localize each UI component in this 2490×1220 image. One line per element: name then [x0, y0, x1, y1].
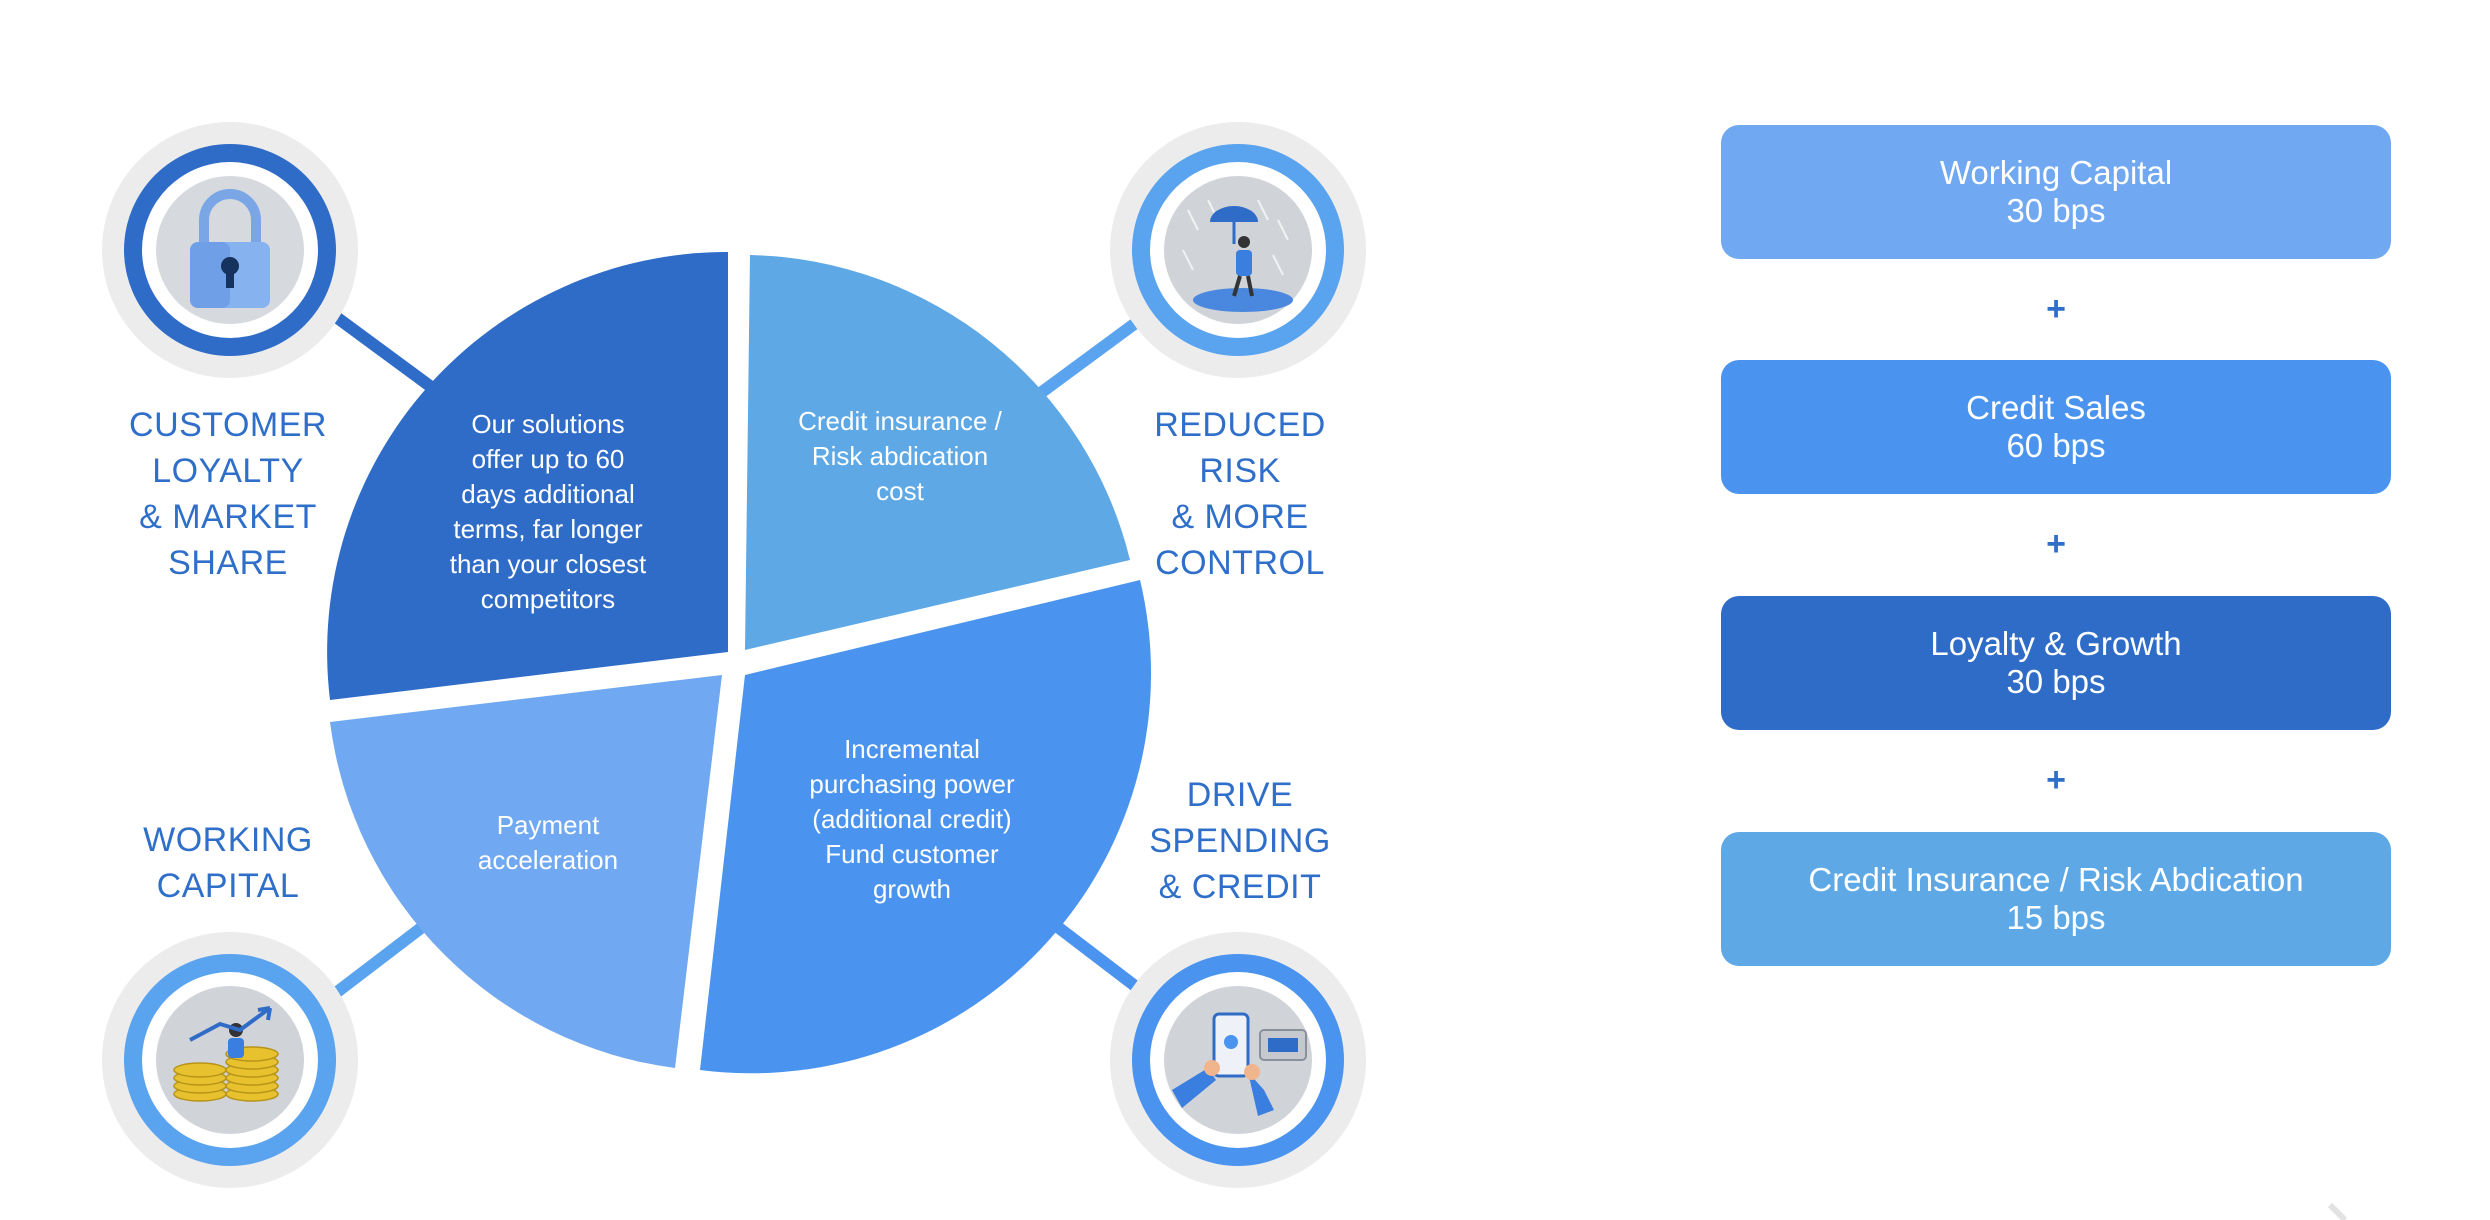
- text-line: growth: [873, 874, 951, 904]
- plus-sign: +: [2046, 761, 2066, 799]
- text-line: (additional credit): [812, 804, 1011, 834]
- summary-box-value: 15 bps: [2006, 899, 2106, 936]
- text-line: & MORE: [1171, 498, 1308, 536]
- segment-credit-insurance-text: Credit insurance / Risk abdication cost: [798, 406, 1003, 506]
- summary-box-title: Credit Sales: [1966, 389, 2146, 426]
- segment-loyalty-text: Our solutions offer up to 60 days addition…: [450, 409, 647, 614]
- text-line: Risk abdication: [812, 441, 988, 471]
- segment-working-capital-text: Payment acceleration: [478, 810, 618, 875]
- segment-working-capital: [330, 675, 722, 1068]
- text-line: & CREDIT: [1159, 868, 1322, 906]
- text-line: Our solutions: [471, 409, 624, 439]
- mobile-payment-icon: [1110, 932, 1366, 1188]
- summary-box-working-capital: Working Capital 30 bps: [1721, 125, 2391, 259]
- coins-growth-icon: [102, 932, 358, 1188]
- label-working-capital: WORKING CAPITAL: [143, 821, 313, 905]
- summary-box-title: Working Capital: [1939, 154, 2173, 191]
- text-line: & MARKET: [139, 498, 317, 536]
- text-line: cost: [876, 476, 924, 506]
- text-line: purchasing power: [809, 769, 1015, 799]
- segment-loyalty: [327, 251, 728, 700]
- summary-box-loyalty-growth: Loyalty & Growth 30 bps: [1721, 596, 2391, 730]
- text-line: CONTROL: [1155, 544, 1325, 582]
- text-line: CAPITAL: [157, 867, 300, 905]
- label-drive-spending: DRIVE SPENDING & CREDIT: [1149, 776, 1331, 906]
- text-line: LOYALTY: [152, 452, 304, 490]
- text-line: REDUCED: [1154, 406, 1326, 444]
- summary-box-value: 30 bps: [2006, 663, 2106, 700]
- text-line: terms, far longer: [453, 514, 643, 544]
- text-line: days additional: [461, 479, 634, 509]
- segment-spending-text: Incremental purchasing power (additional c…: [809, 734, 1015, 904]
- text-line: offer up to 60: [472, 444, 625, 474]
- padlock-icon: [102, 122, 358, 378]
- summary-box-value: 30 bps: [2006, 192, 2106, 229]
- summary-box-credit-sales: Credit Sales 60 bps: [1721, 360, 2391, 494]
- text-line: Payment: [497, 810, 600, 840]
- plus-sign: +: [2046, 525, 2066, 563]
- text-line: SPENDING: [1149, 822, 1331, 860]
- summary-box-title: Credit Insurance / Risk Abdication: [1808, 861, 2304, 898]
- text-line: RISK: [1199, 452, 1280, 490]
- text-line: Credit insurance /: [798, 406, 1003, 436]
- umbrella-person-icon: [1110, 122, 1366, 378]
- text-line: DRIVE: [1187, 776, 1293, 814]
- plus-sign: +: [2046, 290, 2066, 328]
- summary-box-value: 60 bps: [2006, 427, 2106, 464]
- label-reduced-risk: REDUCED RISK & MORE CONTROL: [1154, 406, 1326, 582]
- text-line: Fund customer: [825, 839, 999, 869]
- summary-box-credit-insurance: Credit Insurance / Risk Abdication 15 bp…: [1721, 832, 2391, 966]
- segment-spending: [700, 580, 1152, 1074]
- text-line: SHARE: [168, 544, 288, 582]
- text-line: acceleration: [478, 845, 618, 875]
- text-line: than your closest: [450, 549, 647, 579]
- corner-mark: [2327, 1202, 2348, 1220]
- text-line: WORKING: [143, 821, 313, 859]
- text-line: CUSTOMER: [129, 406, 327, 444]
- summary-box-title: Loyalty & Growth: [1930, 625, 2182, 662]
- text-line: competitors: [481, 584, 615, 614]
- label-customer-loyalty: CUSTOMER LOYALTY & MARKET SHARE: [129, 406, 327, 582]
- text-line: Incremental: [844, 734, 980, 764]
- segment-credit-insurance: [745, 255, 1130, 650]
